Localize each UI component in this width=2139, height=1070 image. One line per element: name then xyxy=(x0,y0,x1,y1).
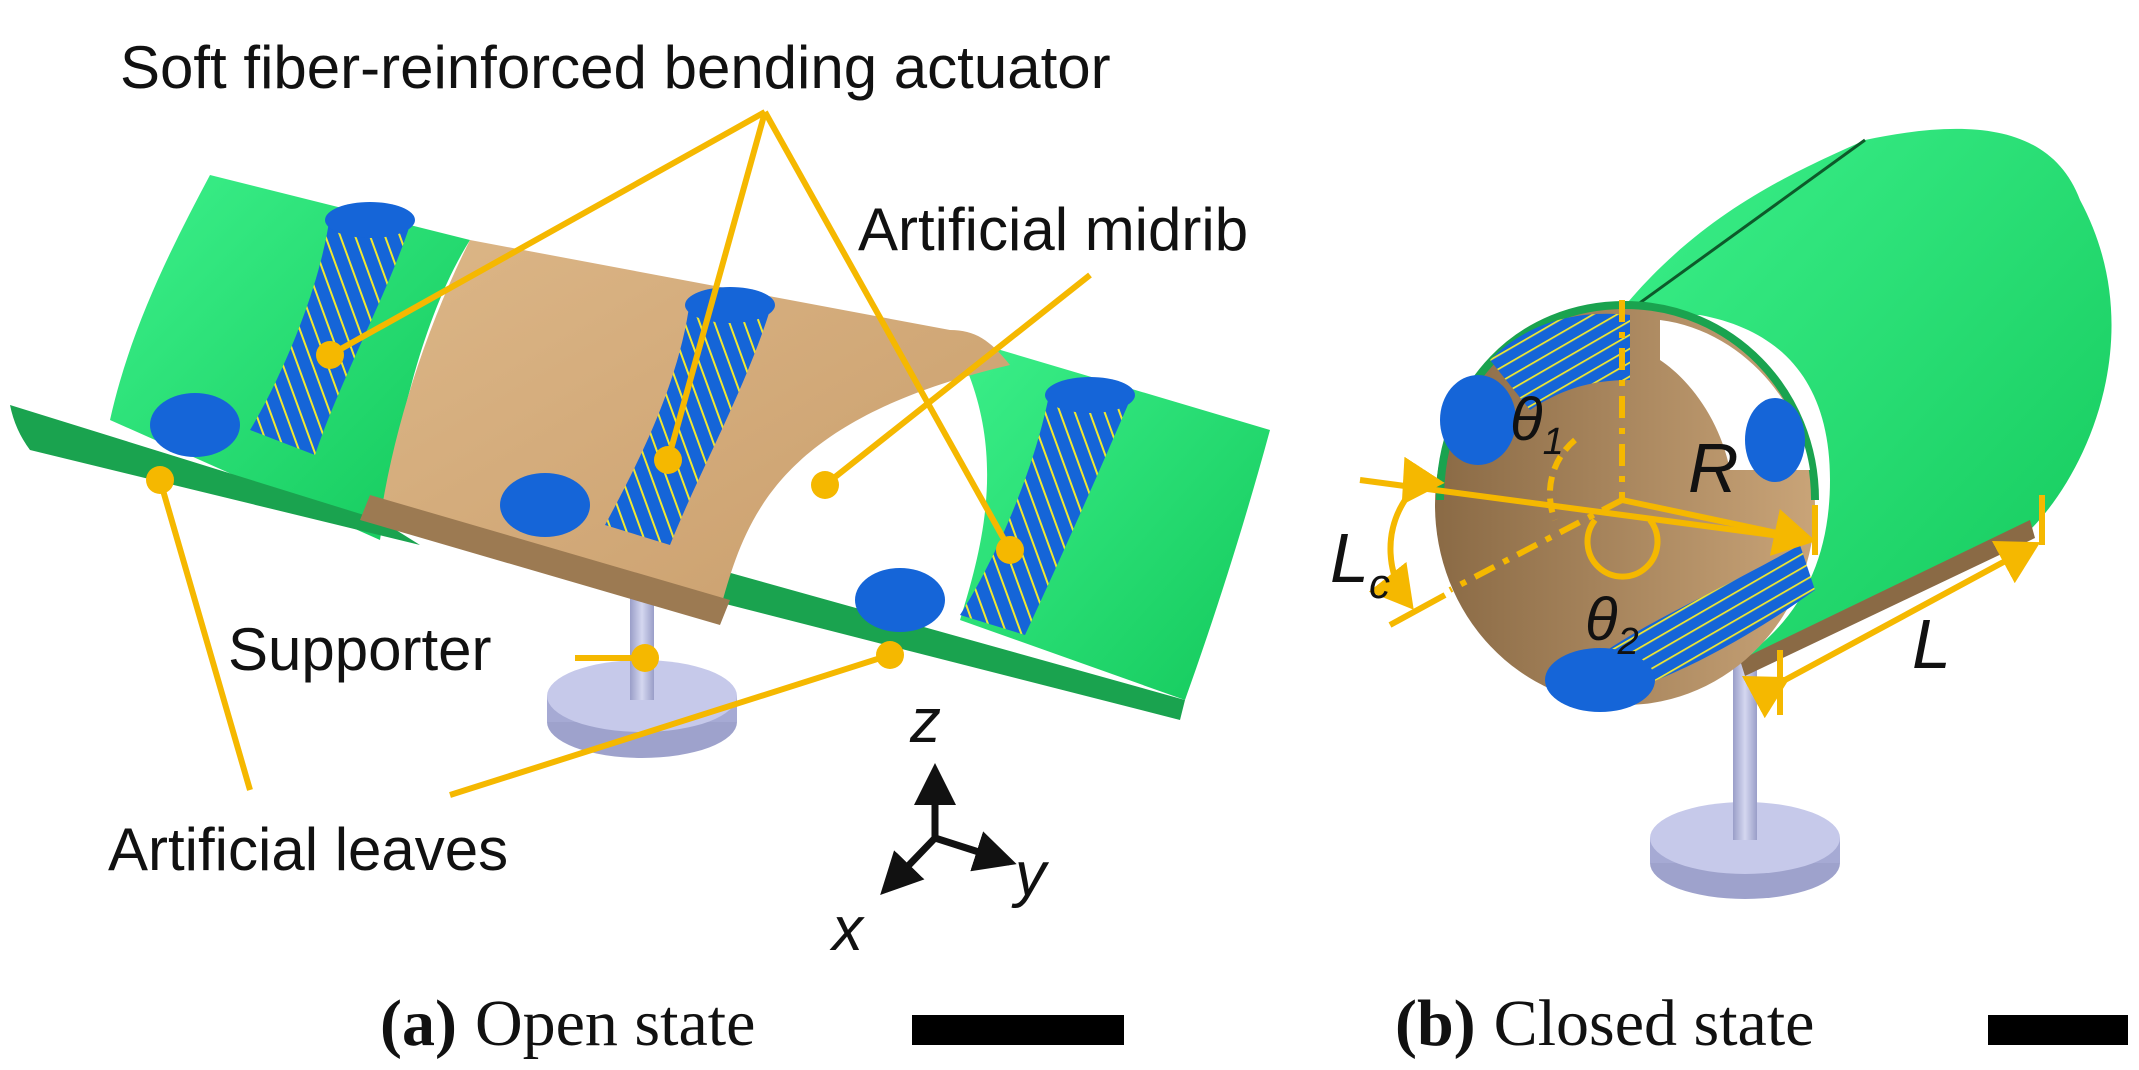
caption-b-text: Closed state xyxy=(1494,987,1815,1060)
cylinder-outer xyxy=(1615,128,2112,660)
lc-symbol: Lc xyxy=(1330,519,1390,607)
inner-actuator-top xyxy=(1440,313,1805,482)
axis-x-label: x xyxy=(829,895,865,964)
scale-bar-b xyxy=(1988,1015,2128,1045)
dot-midrib xyxy=(811,471,839,499)
caption-a-text: Open state xyxy=(475,987,755,1060)
actuator-2 xyxy=(500,287,775,545)
label-actuator: Soft fiber-reinforced bending actuator xyxy=(120,34,1111,101)
right-leaf-flap xyxy=(710,570,1185,720)
dot-actuator-1 xyxy=(316,341,344,369)
theta1-symbol: θ1 xyxy=(1510,386,1564,463)
axis-z-label: z xyxy=(909,687,941,756)
supporter-stand xyxy=(547,560,737,758)
closed-state-model xyxy=(1435,128,2112,899)
svg-text:(a)Open state: (a)Open state xyxy=(380,987,755,1060)
midrib-edge xyxy=(360,495,730,625)
actuator-3 xyxy=(855,377,1135,635)
scale-bar-a xyxy=(912,1015,1124,1045)
caption-b-tag: (b) xyxy=(1395,987,1476,1060)
axis-y-label: y xyxy=(1011,840,1050,909)
length-arrow xyxy=(1741,540,2041,719)
svg-text:(b)Closed state: (b)Closed state xyxy=(1395,987,1814,1060)
theta2-arc xyxy=(1584,518,1661,580)
lc-arc xyxy=(1368,456,1445,610)
left-leaf-flap xyxy=(10,405,420,545)
caption-a-tag: (a) xyxy=(380,987,457,1060)
annotation-lines-a xyxy=(157,109,1092,798)
coordinate-axes xyxy=(880,763,1017,896)
dot-supporter xyxy=(631,644,659,672)
annotation-dots-a xyxy=(146,341,1024,672)
label-leaves: Artificial leaves xyxy=(108,816,508,883)
cylinder-seam xyxy=(1629,138,1866,312)
theta2-symbol: θ2 xyxy=(1585,586,1639,663)
dot-right-leaf xyxy=(876,641,904,669)
theta1-arc xyxy=(1546,437,1577,522)
length-symbol: L xyxy=(1912,605,1951,683)
radius-symbol: R xyxy=(1688,429,1739,507)
dot-actuator-3 xyxy=(996,536,1024,564)
caption-a: (a)Open state xyxy=(380,987,1124,1060)
dot-actuator-2 xyxy=(654,446,682,474)
actuator-1 xyxy=(150,202,415,457)
caption-b: (b)Closed state xyxy=(1395,987,2128,1060)
supporter-stand-closed xyxy=(1650,660,1840,899)
label-supporter: Supporter xyxy=(228,616,492,683)
label-midrib: Artificial midrib xyxy=(858,196,1248,263)
edge-line-bottom xyxy=(1388,592,1447,628)
dimension-annotations xyxy=(1359,300,2045,719)
dot-left-leaf xyxy=(146,466,174,494)
opening-chord-dash xyxy=(1448,497,1624,593)
open-state-model xyxy=(10,175,1270,758)
